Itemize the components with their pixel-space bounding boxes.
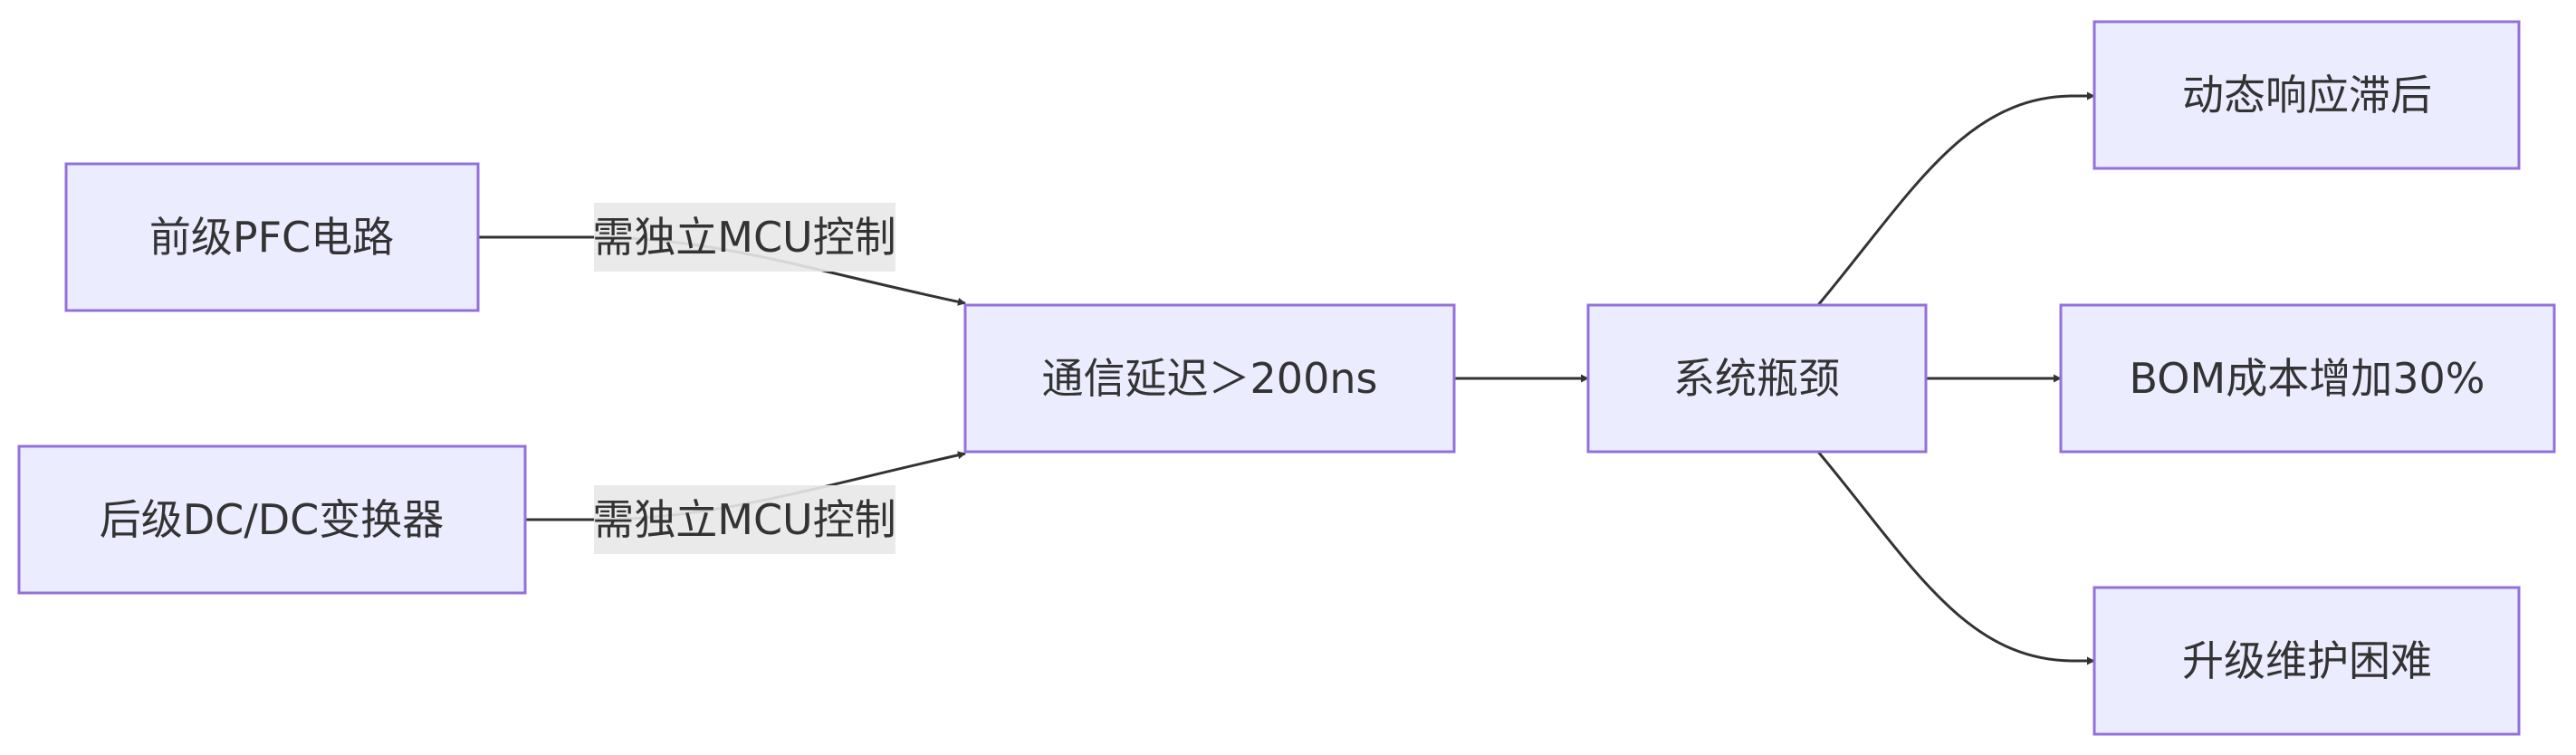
node-communication-latency[interactable]: 通信延迟＞200ns: [963, 303, 1456, 454]
node-dcdc-converter[interactable]: 后级DC/DC变换器: [17, 444, 527, 595]
edge-label-text: 需独立MCU控制: [592, 213, 895, 262]
node-label: 前级PFC电路: [149, 213, 394, 262]
node-label: BOM成本增加30%: [2130, 354, 2485, 403]
node-label: 动态响应滞后: [2182, 71, 2432, 119]
node-maintenance-difficulty[interactable]: 升级维护困难: [2092, 586, 2521, 736]
node-bom-cost[interactable]: BOM成本增加30%: [2059, 303, 2556, 454]
node-label: 系统瓶颈: [1673, 354, 1840, 403]
node-system-bottleneck[interactable]: 系统瓶颈: [1586, 303, 1928, 454]
edge-label-background: [594, 203, 895, 272]
edge-label-pfc: 需独立MCU控制: [592, 203, 896, 272]
edge-label-background: [594, 485, 895, 554]
node-label: 升级维护困难: [2182, 636, 2432, 685]
node-label: 通信延迟＞200ns: [1042, 354, 1378, 403]
node-label: 后级DC/DC变换器: [100, 495, 445, 544]
edge-label-dcdc: 需独立MCU控制: [592, 485, 896, 554]
edge-bottleneck-to-dynamic: [1816, 91, 2095, 306]
node-pfc-circuit[interactable]: 前级PFC电路: [64, 162, 480, 312]
node-dynamic-response[interactable]: 动态响应滞后: [2092, 20, 2521, 170]
edge-bottleneck-to-maintenance: [1816, 451, 2095, 665]
edge-label-text: 需独立MCU控制: [592, 495, 895, 544]
